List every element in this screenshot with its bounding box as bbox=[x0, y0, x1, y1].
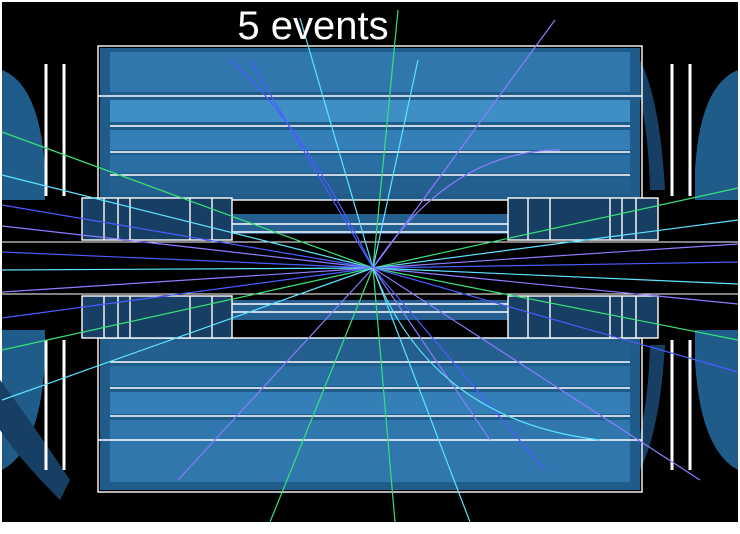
track bbox=[372, 187, 739, 269]
track bbox=[229, 59, 374, 269]
track bbox=[372, 267, 739, 285]
track bbox=[1, 174, 374, 269]
track bbox=[372, 149, 561, 269]
track bbox=[372, 261, 739, 269]
track bbox=[249, 59, 374, 269]
track bbox=[1, 267, 374, 351]
track bbox=[299, 17, 374, 269]
upper-barrel bbox=[97, 45, 643, 201]
track bbox=[1, 267, 374, 401]
particle-tracks bbox=[1, 9, 739, 523]
track bbox=[269, 267, 374, 523]
track bbox=[1, 267, 374, 319]
track bbox=[1, 225, 374, 269]
track bbox=[372, 267, 739, 305]
track bbox=[1, 267, 374, 293]
event-count-caption: 5 events bbox=[237, 4, 389, 48]
track bbox=[372, 267, 471, 523]
track bbox=[372, 267, 739, 373]
track bbox=[372, 267, 601, 441]
track bbox=[372, 267, 546, 471]
track bbox=[372, 267, 739, 341]
track bbox=[372, 9, 399, 269]
track bbox=[1, 204, 374, 269]
lower-barrel bbox=[97, 337, 643, 493]
track bbox=[372, 267, 491, 441]
track bbox=[372, 243, 739, 269]
track bbox=[372, 267, 396, 523]
endcap-left bbox=[0, 70, 70, 500]
track bbox=[1, 267, 374, 271]
track bbox=[1, 131, 374, 269]
track bbox=[1, 251, 374, 269]
inner-tracker bbox=[2, 64, 738, 470]
track bbox=[372, 219, 739, 269]
track bbox=[372, 267, 701, 481]
track bbox=[372, 59, 419, 269]
track bbox=[177, 267, 374, 481]
